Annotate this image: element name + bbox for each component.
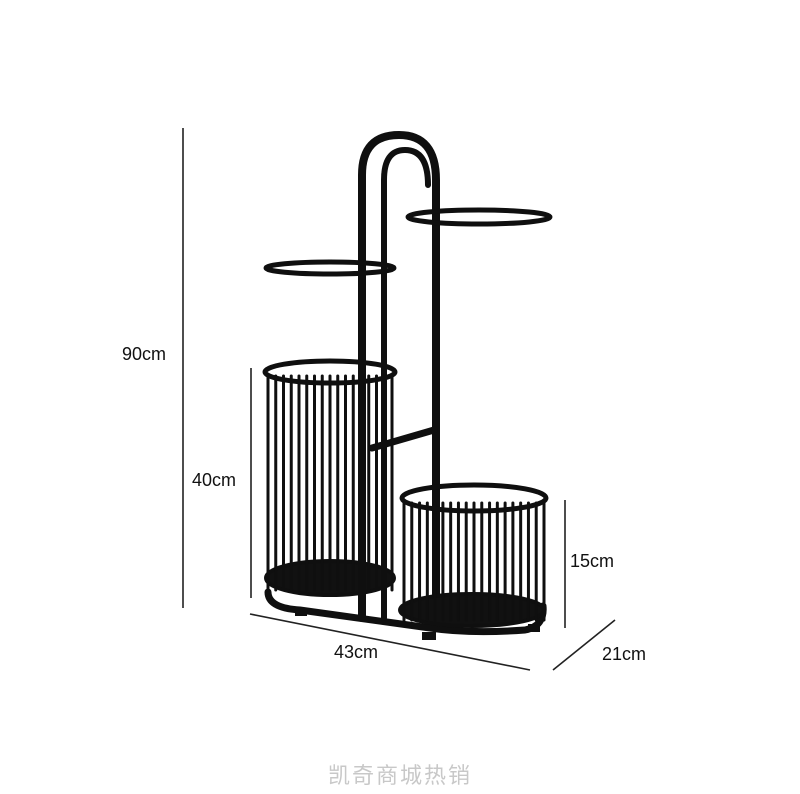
depth-label: 21cm [602, 644, 647, 664]
right-basket-rim [399, 482, 549, 514]
base-frame [264, 588, 547, 636]
foot-left [295, 608, 307, 616]
depth-dimension-line [552, 619, 616, 671]
right-basket [398, 482, 549, 628]
left-basket [262, 358, 398, 597]
right-basket-height-label: 15cm [570, 551, 615, 571]
height-label: 90cm [122, 344, 167, 364]
upper-ring-right [405, 207, 553, 227]
arch-inner [381, 146, 431, 621]
width-label: 43cm [334, 642, 379, 662]
left-basket-rim [262, 358, 398, 386]
left-basket-height-label: 40cm [192, 470, 237, 490]
arch-outer [358, 130, 440, 622]
left-basket-bars [266, 374, 394, 592]
upper-ring-left [263, 259, 397, 277]
right-basket-bars [402, 501, 546, 622]
cross-bar [368, 426, 438, 452]
center-arch [358, 130, 440, 622]
foot-middle [422, 632, 436, 640]
right-basket-bottom [398, 592, 546, 628]
dimension-lines [182, 128, 616, 671]
watermark: 凯奇商城热销 [327, 764, 472, 789]
foot-right [528, 624, 540, 632]
umbrella-stand [262, 130, 553, 640]
width-dimension-line [249, 613, 531, 671]
